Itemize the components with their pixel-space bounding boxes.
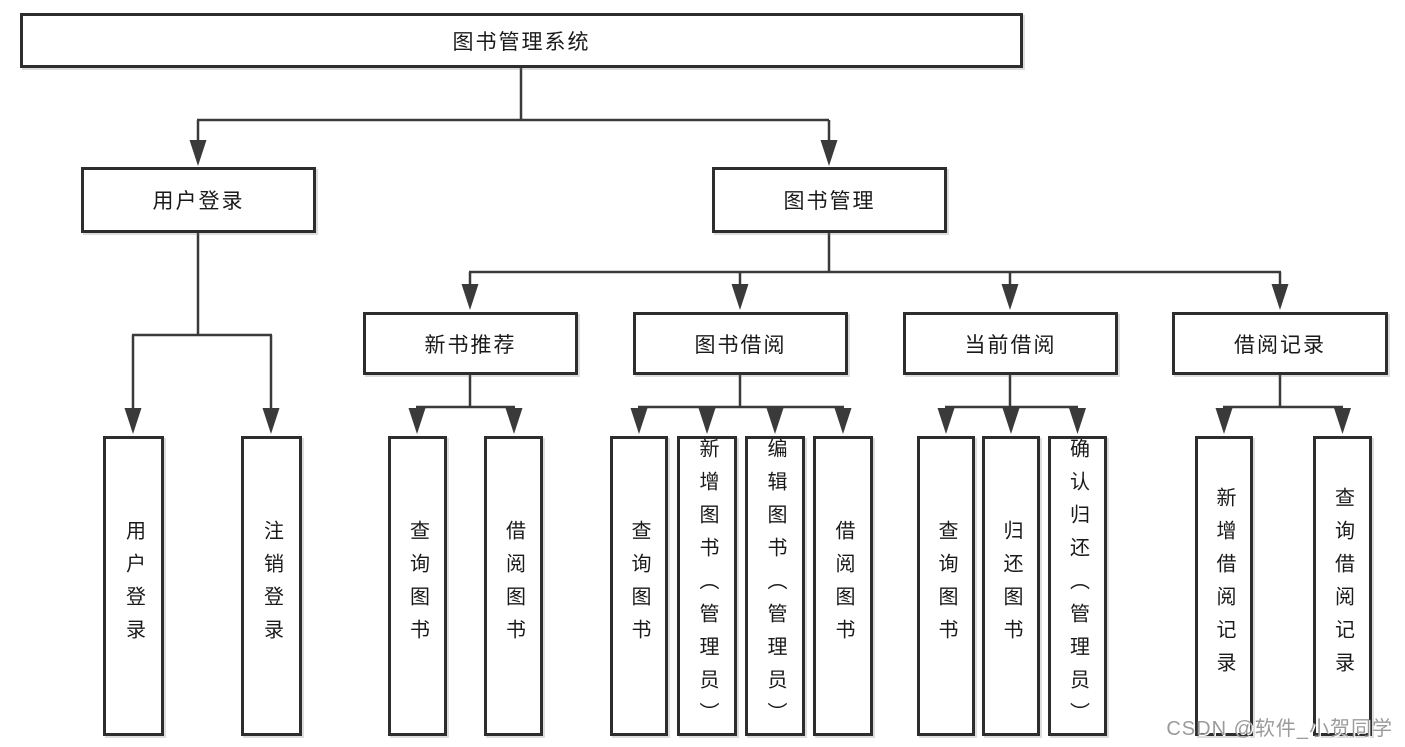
csdn-watermark: CSDN @软件_小贺同学 xyxy=(1166,718,1393,740)
node-book-borrow: 图书借阅 xyxy=(633,312,848,375)
leaf-query-book-current: 查询图书 xyxy=(917,436,975,736)
node-new-book-recommend-label: 新书推荐 xyxy=(424,333,517,357)
leaf-borrow-book-recommend: 借阅图书 xyxy=(484,436,543,736)
leaf-edit-book-admin-label: 编辑图书（管理员） xyxy=(764,437,786,735)
leaf-borrow-book: 借阅图书 xyxy=(813,436,873,736)
leaf-add-borrow-record: 新增借阅记录 xyxy=(1195,436,1253,736)
leaf-query-borrow-record: 查询借阅记录 xyxy=(1313,436,1372,736)
leaf-add-book-admin-label: 新增图书（管理员） xyxy=(696,437,718,735)
leaf-query-book-borrow-label: 查询图书 xyxy=(628,520,650,652)
node-borrow-record: 借阅记录 xyxy=(1172,312,1388,375)
leaf-return-book-label: 归还图书 xyxy=(1000,520,1022,652)
leaf-add-borrow-record-label: 新增借阅记录 xyxy=(1213,487,1235,685)
node-root-label: 图书管理系统 xyxy=(452,30,591,54)
node-current-borrow-label: 当前借阅 xyxy=(964,333,1057,357)
leaf-query-borrow-record-label: 查询借阅记录 xyxy=(1331,487,1354,685)
leaf-edit-book-admin: 编辑图书（管理员） xyxy=(745,436,805,736)
leaf-query-book-recommend-label: 查询图书 xyxy=(406,520,429,652)
node-new-book-recommend: 新书推荐 xyxy=(363,312,578,375)
node-book-management: 图书管理 xyxy=(712,167,947,233)
leaf-logout-label: 注销登录 xyxy=(260,520,283,652)
leaf-user-login-label: 用户登录 xyxy=(122,520,145,652)
leaf-return-book: 归还图书 xyxy=(982,436,1040,736)
leaf-add-book-admin: 新增图书（管理员） xyxy=(677,436,737,736)
node-user-login: 用户登录 xyxy=(81,167,316,233)
node-user-login-label: 用户登录 xyxy=(152,190,245,213)
leaf-borrow-book-label: 借阅图书 xyxy=(832,520,854,652)
leaf-query-book-recommend: 查询图书 xyxy=(388,436,447,736)
leaf-query-book-current-label: 查询图书 xyxy=(935,520,957,652)
node-book-management-label: 图书管理 xyxy=(783,190,876,213)
leaf-logout: 注销登录 xyxy=(241,436,302,736)
node-borrow-record-label: 借阅记录 xyxy=(1234,333,1326,357)
node-root: 图书管理系统 xyxy=(20,13,1023,68)
leaf-borrow-book-recommend-label: 借阅图书 xyxy=(502,520,525,652)
node-current-borrow: 当前借阅 xyxy=(903,312,1118,375)
leaf-confirm-return-admin-label: 确认归还（管理员） xyxy=(1066,437,1089,735)
node-book-borrow-label: 图书借阅 xyxy=(694,333,787,357)
leaf-confirm-return-admin: 确认归还（管理员） xyxy=(1048,436,1107,736)
leaf-user-login: 用户登录 xyxy=(103,436,164,736)
arrowheads xyxy=(124,140,1351,434)
leaf-query-book-borrow: 查询图书 xyxy=(610,436,668,736)
